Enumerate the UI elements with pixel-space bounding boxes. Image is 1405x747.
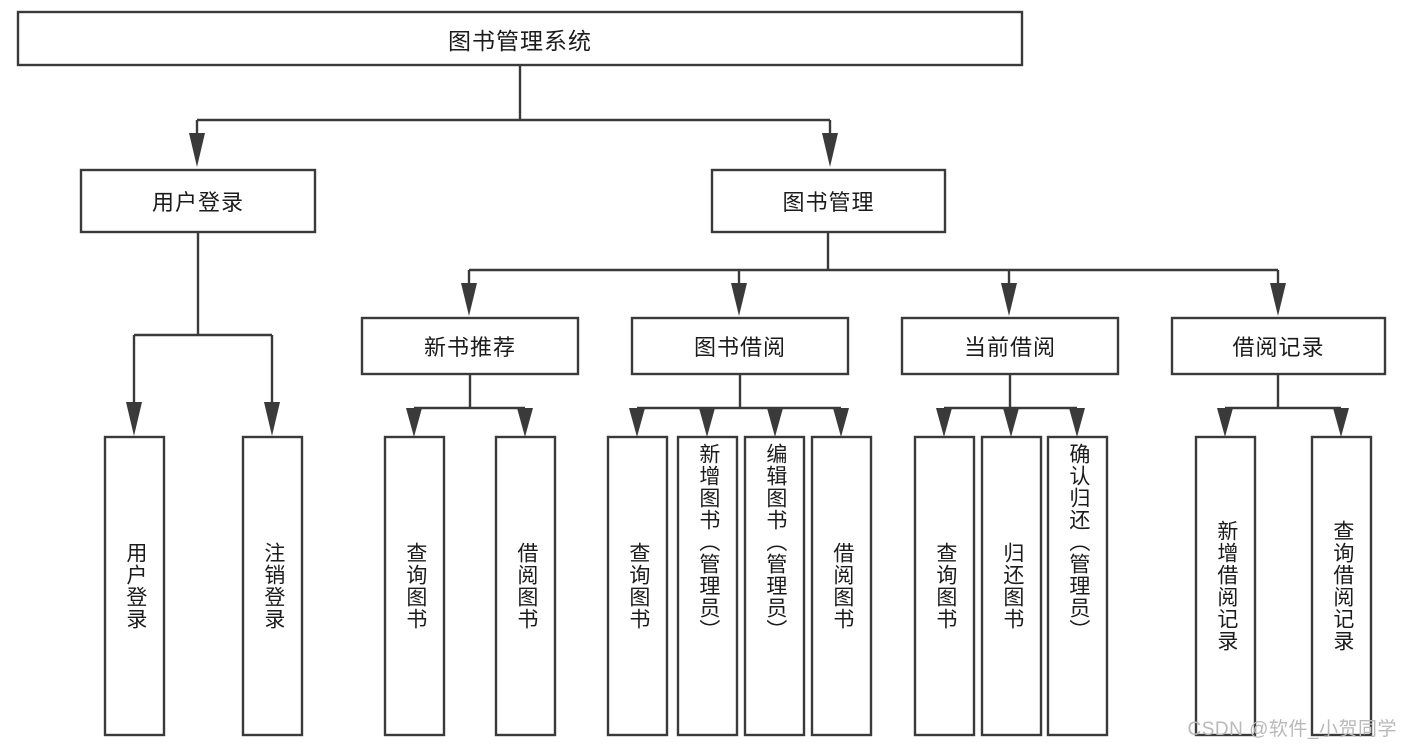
arrow-user-login [189,133,205,167]
node-leaf-logout-login-box[interactable] [241,435,304,737]
arrow-leaf-add-book [699,408,715,437]
node-leaf-return-book-box[interactable] [980,435,1043,737]
arrow-leaf-query-book-1 [406,408,422,437]
node-book-management-box[interactable] [710,168,947,234]
node-borrow-record-box[interactable] [1170,316,1387,376]
node-leaf-add-book-box[interactable] [676,435,739,737]
node-leaf-add-record-box[interactable] [1194,435,1257,737]
node-leaf-query-book-2-box[interactable] [606,435,669,737]
arrow-new-book-recommend [461,283,477,316]
arrow-leaf-confirm-return [1069,408,1085,437]
node-leaf-query-book-3-box[interactable] [913,435,976,737]
arrow-leaf-edit-book [767,408,783,437]
node-root-box[interactable] [16,10,1024,67]
node-leaf-confirm-return-box[interactable] [1046,435,1109,737]
arrow-leaf-query-book-2 [629,408,645,437]
arrow-leaf-query-record [1333,408,1349,437]
node-leaf-edit-book-box[interactable] [743,435,806,737]
node-user-login-box[interactable] [79,168,317,234]
node-book-borrow-box[interactable] [630,316,850,376]
arrow-leaf-user-login [126,402,142,436]
arrow-leaf-borrow-book-2 [833,408,849,437]
node-leaf-query-book-1-box[interactable] [383,435,446,737]
node-leaf-query-record-box[interactable] [1310,435,1373,737]
node-leaf-user-login-box[interactable] [103,435,166,737]
node-current-borrow-box[interactable] [900,316,1120,376]
arrow-leaf-borrow-book-1 [517,408,533,437]
node-leaf-borrow-book-1-box[interactable] [494,435,557,737]
arrow-leaf-query-book-3 [936,408,952,437]
node-leaf-borrow-book-2-box[interactable] [810,435,873,737]
arrow-book-management [822,133,838,167]
arrow-current-borrow [1001,283,1017,316]
arrow-borrow-record [1270,283,1286,316]
arrow-book-borrow [731,283,747,316]
arrow-leaf-logout-login [264,402,280,436]
arrow-leaf-add-record [1217,408,1233,437]
node-new-book-recommend-box[interactable] [360,316,580,376]
arrow-leaf-return-book [1003,408,1019,437]
